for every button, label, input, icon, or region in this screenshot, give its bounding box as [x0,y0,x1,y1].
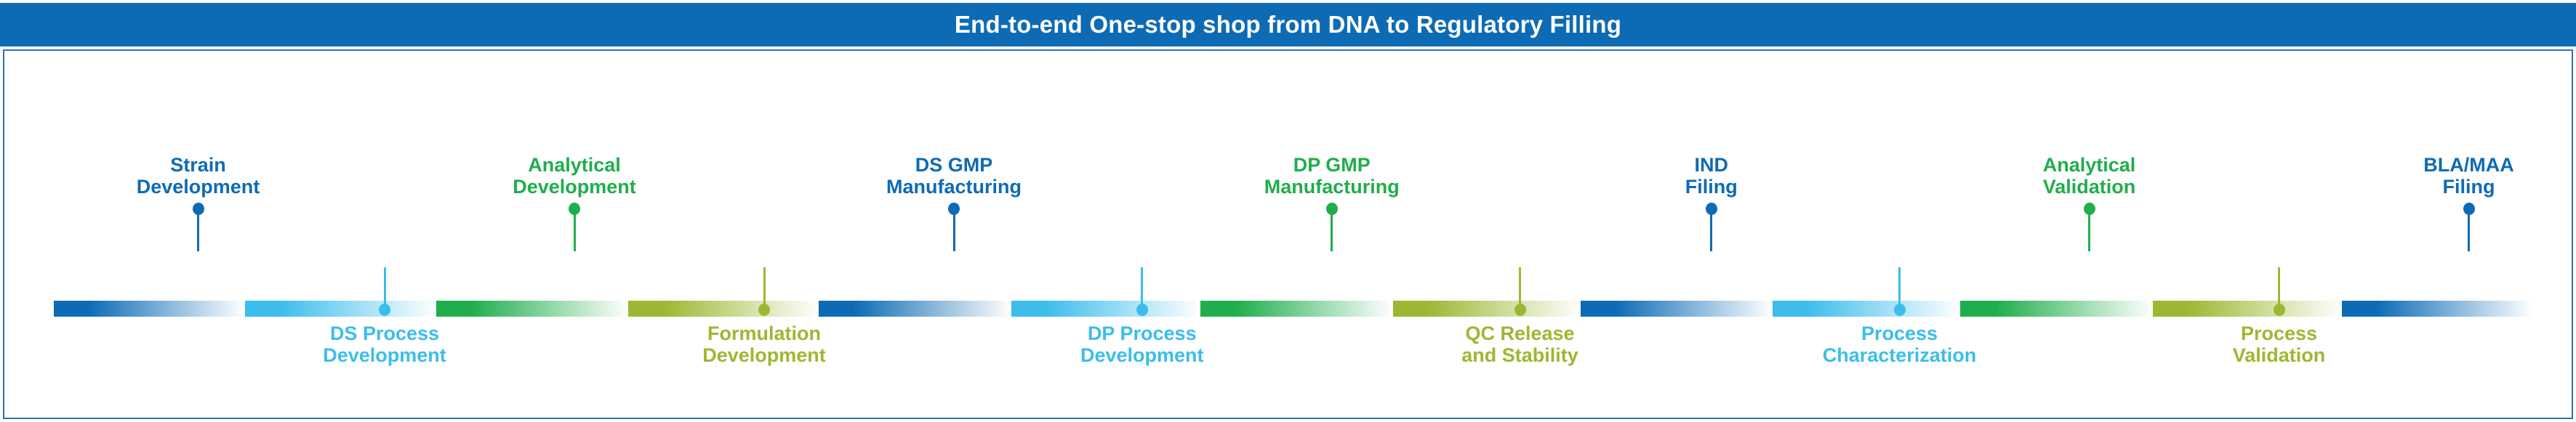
milestone-label: Process Characterization [1822,322,1977,367]
milestone-label: DP GMP Manufacturing [1264,153,1400,198]
milestone-stem [763,267,766,309]
milestone-stem [2278,267,2280,309]
milestone-dot-icon [2273,304,2285,316]
segment-6-cyan [1011,301,1200,317]
milestone-label: Strain Development [136,153,260,198]
segment-8-olive [1393,301,1581,317]
milestone-dot-icon [2463,203,2475,215]
milestone-stem [197,209,199,251]
milestone-dot-icon [948,203,960,215]
segment-5-blue [819,301,1011,317]
milestone-stem [1519,267,1521,309]
milestone-label: DP Process Development [1080,322,1204,367]
milestone-label: IND Filing [1685,153,1738,198]
milestone-dot-icon [2083,203,2095,215]
milestone-dot-icon [1325,203,1338,215]
milestone-dot-icon [569,203,580,215]
milestone-dot-icon [1893,304,1906,316]
milestone-stem [1141,267,1144,309]
segment-10-cyan [1773,301,1960,317]
segment-7-green [1200,301,1393,317]
segment-11-green [1960,301,2153,317]
milestone-dot-icon [1136,304,1148,316]
milestone-label: Process Validation [2232,322,2326,367]
milestone-dot-icon [192,203,204,215]
segment-4-olive [628,301,819,317]
milestone-stem [383,267,386,309]
milestone-label: DS GMP Manufacturing [886,153,1022,198]
milestone-label: Formulation Development [702,322,826,367]
milestone-label: BLA/MAA Filing [2423,153,2514,198]
milestone-dot-icon [758,304,770,316]
milestone-stem [2468,209,2470,251]
milestone-dot-icon [1514,304,1526,316]
milestone-label: QC Release and Stability [1461,322,1578,367]
milestone-label: DS Process Development [323,322,446,367]
segment-2-cyan [245,301,436,317]
milestone-stem [1331,209,1333,251]
milestone-label: Analytical Validation [2042,153,2136,198]
page-title: End-to-end One-stop shop from DNA to Reg… [954,11,1622,38]
segment-13-blue [2342,301,2532,317]
timeline-panel: Strain Development DS Process Development… [3,49,2573,419]
milestone-dot-icon [1705,203,1717,215]
milestone-stem [2088,209,2090,251]
milestone-stem [1898,267,1901,309]
segment-12-olive [2153,301,2342,317]
segment-3-green [436,301,628,317]
segment-1-blue [54,301,245,317]
segment-9-blue [1581,301,1773,317]
header-band: End-to-end One-stop shop from DNA to Reg… [0,3,2576,46]
timeline-bar [54,301,2532,317]
milestone-stem [573,209,576,251]
milestone-stem [952,209,955,251]
milestone-dot-icon [379,304,390,316]
milestone-stem [1710,209,1713,251]
milestone-label: Analytical Development [513,153,636,198]
